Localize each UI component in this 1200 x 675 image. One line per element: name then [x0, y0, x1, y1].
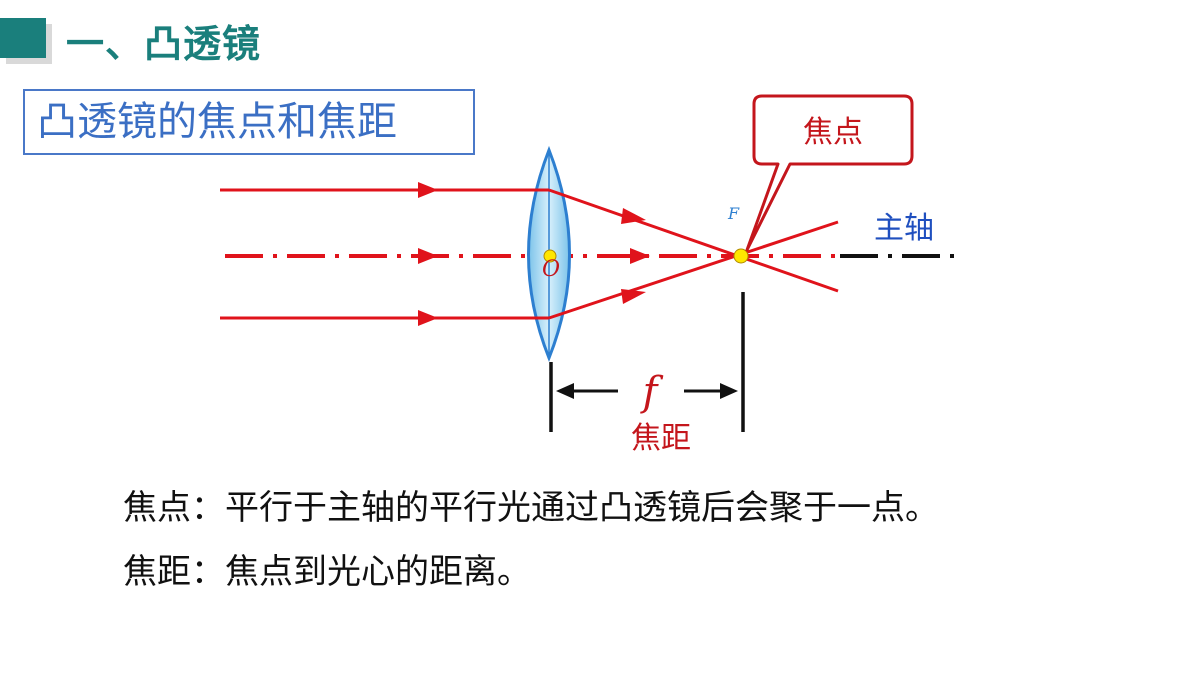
ray-arrow-3: [418, 310, 438, 326]
ray-arrow-6: [621, 289, 646, 304]
focus-definition-term: 焦点: [123, 488, 191, 528]
refracted-ray-top: [548, 188, 839, 293]
ray-arrow-4: [621, 208, 646, 224]
focus-definition-text: ：平行于主轴的平行光通过凸透镜后会聚于一点。: [191, 488, 939, 528]
focal-length-definition-text: ：焦点到光心的距离。: [191, 552, 531, 592]
focal-point: [733, 248, 749, 264]
focal-length-symbol: f: [640, 369, 664, 415]
optical-center-point: [543, 249, 557, 263]
focal-length-definition-term: 焦距: [123, 552, 191, 592]
ray-arrow-5: [630, 248, 650, 264]
principal-axis-label: 主轴: [874, 211, 934, 246]
focus-callout-label: 焦点: [803, 115, 863, 150]
ray-arrow-1: [418, 182, 438, 198]
optical-center-label: O: [542, 257, 560, 282]
ray-arrow-2: [418, 248, 438, 264]
focal-length-label: 焦距: [631, 421, 691, 456]
title-square-icon: [0, 18, 46, 58]
focus-callout: [745, 94, 914, 252]
focus-definition: 焦点：平行于主轴的平行光通过凸透镜后会聚于一点。: [123, 486, 939, 530]
page-title: 一、凸透镜: [66, 22, 262, 66]
focal-point-label: F: [727, 204, 740, 223]
refracted-ray-bottom: [548, 220, 839, 320]
focal-length-arrowhead-left: [556, 383, 574, 399]
focal-length-definition: 焦距：焦点到光心的距离。: [123, 550, 531, 594]
section-subtitle: 凸透镜的焦点和焦距: [23, 89, 475, 155]
focal-length-arrowhead-right: [720, 383, 738, 399]
